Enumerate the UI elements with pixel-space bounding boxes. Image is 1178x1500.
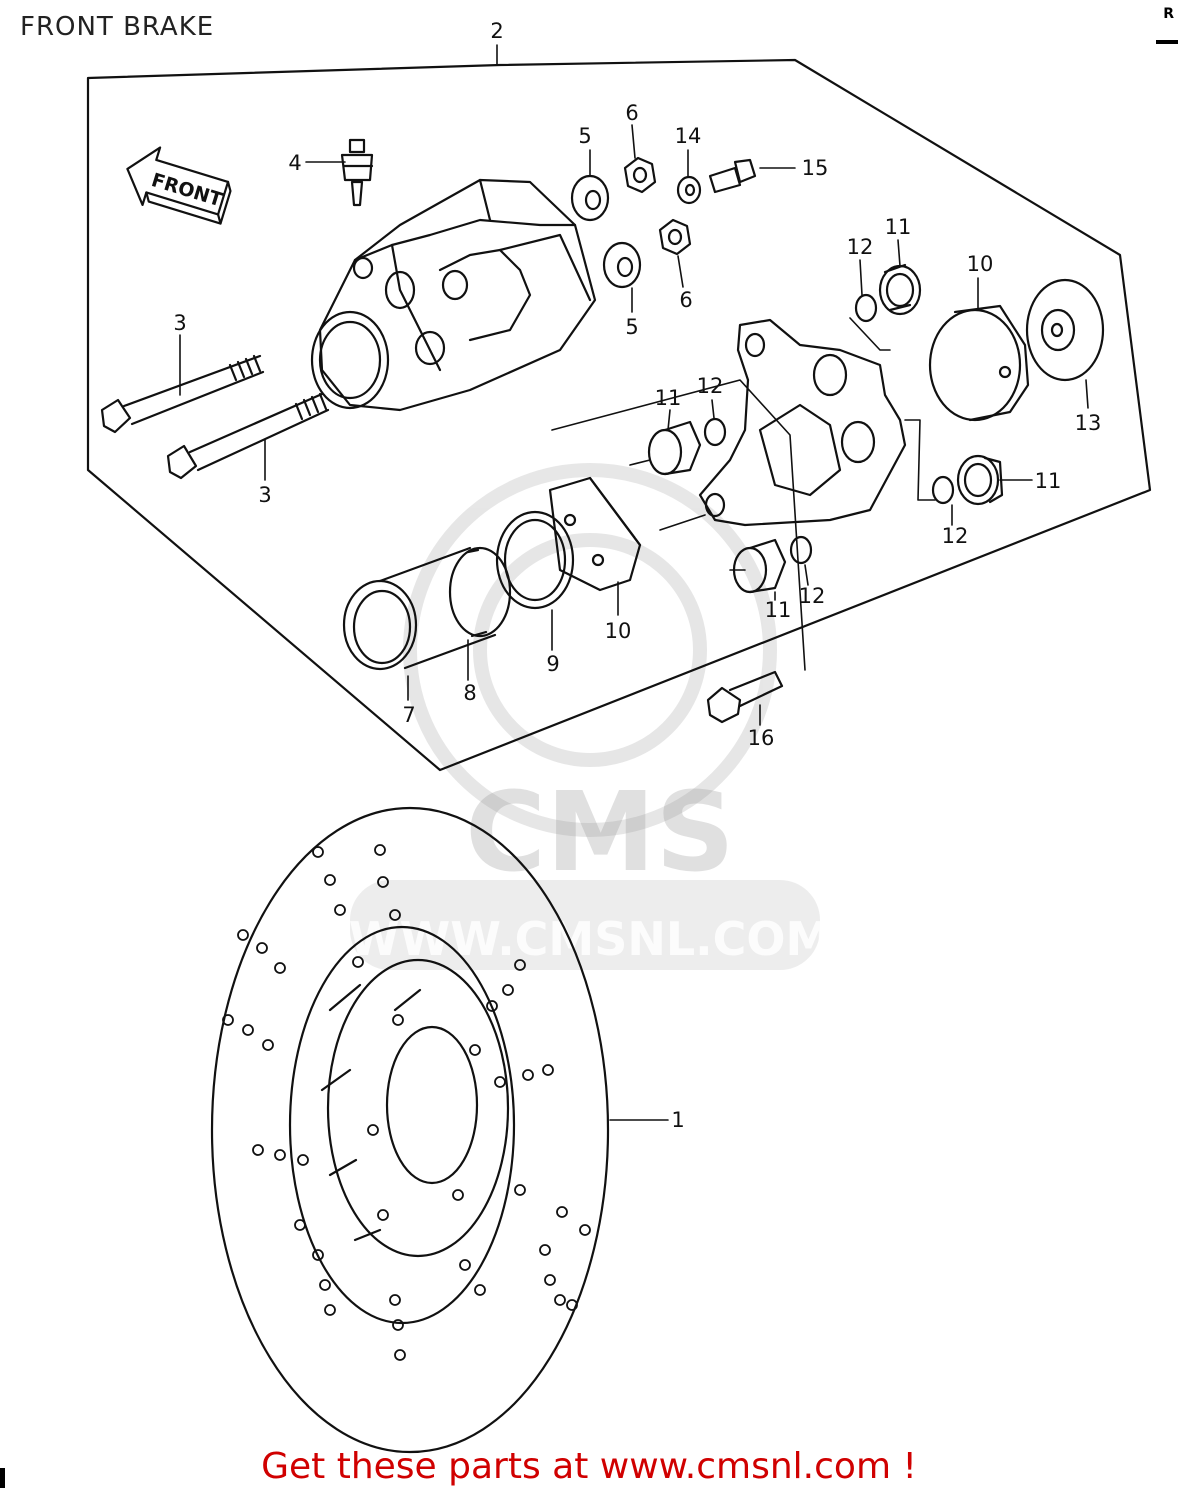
callout-12-d: 12 <box>799 584 826 608</box>
piston-8 <box>378 546 512 670</box>
callout-5-upper: 5 <box>578 124 591 148</box>
callout-7: 7 <box>402 703 415 727</box>
callout-12-c: 12 <box>942 524 969 548</box>
callout-5-lower: 5 <box>625 315 638 339</box>
caliper-bolt-lower <box>166 392 330 480</box>
washer-5-lower <box>602 241 642 289</box>
watermark-brand: CMS <box>465 768 734 896</box>
callout-8: 8 <box>463 681 476 705</box>
watermark-url: WWW.CMSNL.COM <box>349 912 832 966</box>
callout-11-c: 11 <box>1035 469 1062 493</box>
callout-4: 4 <box>288 151 301 175</box>
callout-14: 14 <box>675 124 702 148</box>
callout-1: 1 <box>671 1108 684 1132</box>
oring-12-d <box>789 535 813 565</box>
nut-6-upper <box>623 156 657 194</box>
left-edge-mark <box>0 1468 5 1488</box>
bushing-11-b <box>647 420 702 476</box>
callout-9: 9 <box>546 652 559 676</box>
callout-labels: 2 4 3 3 5 6 14 15 5 6 12 11 10 13 11 12 … <box>173 19 1101 1132</box>
brake-pad-10-outer <box>928 304 1030 422</box>
callout-2: 2 <box>490 19 503 43</box>
callout-3-upper: 3 <box>173 311 186 335</box>
page-title: FRONT BRAKE <box>20 12 215 42</box>
callout-11-d: 11 <box>765 598 792 622</box>
oring-12-a <box>854 293 878 323</box>
callout-15: 15 <box>802 156 829 180</box>
caliper-assembly-outline <box>86 58 1152 772</box>
oring-12-c <box>931 475 955 505</box>
bolt-16 <box>706 670 784 724</box>
callout-6-lower: 6 <box>679 288 692 312</box>
caliper-body <box>310 178 597 412</box>
callout-11-a: 11 <box>885 215 912 239</box>
dust-ring-9 <box>495 510 575 610</box>
lock-washer-14 <box>676 175 702 205</box>
callout-11-b: 11 <box>655 386 682 410</box>
corner-bar <box>1156 40 1178 44</box>
callout-12-b: 12 <box>697 374 724 398</box>
corner-mark: R <box>1163 6 1174 22</box>
brake-disc <box>210 806 610 1454</box>
bushing-11-c <box>956 454 1004 506</box>
caliper-bracket <box>698 318 907 527</box>
bleed-valve <box>340 138 374 207</box>
callout-13: 13 <box>1075 411 1102 435</box>
callout-12-a: 12 <box>847 235 874 259</box>
oring-12-b <box>703 417 727 447</box>
brake-pad-10-inner <box>548 476 642 592</box>
footer-parts-link[interactable]: Get these parts at www.cmsnl.com ! <box>261 1446 917 1487</box>
nut-6-lower <box>658 218 692 256</box>
caliper-bolt-upper <box>100 354 265 434</box>
cover-13 <box>1025 278 1105 382</box>
callout-10-inner: 10 <box>605 619 632 643</box>
leader-lines <box>179 44 1089 1121</box>
callout-10-outer: 10 <box>967 252 994 276</box>
bolt-15 <box>708 158 757 194</box>
callout-3-lower: 3 <box>258 483 271 507</box>
bushing-11-a <box>878 263 922 316</box>
front-direction-arrow: FRONT <box>126 146 232 225</box>
callout-16: 16 <box>748 726 775 750</box>
callout-6-upper: 6 <box>625 101 638 125</box>
washer-5-upper <box>570 174 610 222</box>
